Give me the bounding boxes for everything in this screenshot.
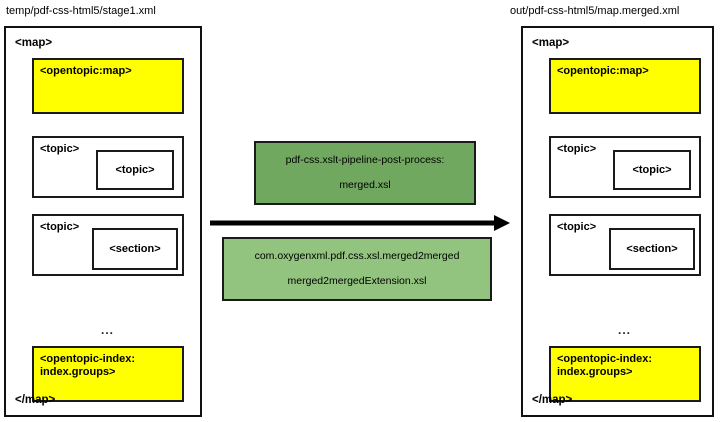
right-inner-topic-label: <topic> xyxy=(632,164,672,176)
left-block-topic-2: <topic> <section> xyxy=(32,214,184,276)
right-inner-section: <section> xyxy=(609,228,695,270)
transform-box-merged2merged: com.oxygenxml.pdf.css.xsl.merged2merged … xyxy=(222,237,492,301)
right-block-topic-1: <topic> <topic> xyxy=(549,136,701,198)
right-block-opentopic-index: <opentopic-index: index.groups> xyxy=(549,346,701,402)
left-block-topic-2-label: <topic> xyxy=(40,221,80,233)
right-ellipsis: ... xyxy=(618,323,632,337)
transform-merged2merged-line2: merged2mergedExtension.xsl xyxy=(287,275,427,287)
right-panel-caption: out/pdf-css-html5/map.merged.xml xyxy=(510,5,680,17)
transform-post-process-line2: merged.xsl xyxy=(339,179,391,191)
left-block-opentopic-map-label: <opentopic:map> xyxy=(40,65,132,77)
right-block-opentopic-map-label: <opentopic:map> xyxy=(557,65,649,77)
left-inner-topic: <topic> xyxy=(96,150,174,190)
left-block-opentopic-index: <opentopic-index: index.groups> xyxy=(32,346,184,402)
right-block-opentopic-map: <opentopic:map> xyxy=(549,58,701,114)
left-block-opentopic-index-label: <opentopic-index: index.groups> xyxy=(40,353,136,378)
left-map-close-tag: </map> xyxy=(15,394,56,406)
transform-arrow-icon xyxy=(210,215,510,231)
left-map-open-tag: <map> xyxy=(15,37,53,49)
left-panel-caption: temp/pdf-css-html5/stage1.xml xyxy=(6,5,156,17)
right-inner-section-label: <section> xyxy=(626,243,678,255)
transform-merged2merged-line1: com.oxygenxml.pdf.css.xsl.merged2merged xyxy=(254,250,460,262)
right-map-close-tag: </map> xyxy=(532,394,573,406)
transform-box-post-process: pdf-css.xslt-pipeline-post-process: merg… xyxy=(254,141,476,205)
left-map-panel: <map> <opentopic:map> <topic> <topic> <t… xyxy=(4,26,202,417)
left-inner-section: <section> xyxy=(92,228,178,270)
left-inner-section-label: <section> xyxy=(109,243,161,255)
right-block-topic-2: <topic> <section> xyxy=(549,214,701,276)
right-block-opentopic-index-label: <opentopic-index: index.groups> xyxy=(557,353,653,378)
right-map-open-tag: <map> xyxy=(532,37,570,49)
transform-post-process-line1: pdf-css.xslt-pipeline-post-process: xyxy=(285,154,445,166)
left-block-opentopic-map: <opentopic:map> xyxy=(32,58,184,114)
right-map-panel: <map> <opentopic:map> <topic> <topic> <t… xyxy=(521,26,714,417)
left-block-topic-1: <topic> <topic> xyxy=(32,136,184,198)
left-block-topic-1-label: <topic> xyxy=(40,143,80,155)
left-inner-topic-label: <topic> xyxy=(115,164,155,176)
right-block-topic-1-label: <topic> xyxy=(557,143,597,155)
right-inner-topic: <topic> xyxy=(613,150,691,190)
left-ellipsis: ... xyxy=(101,323,115,337)
right-block-topic-2-label: <topic> xyxy=(557,221,597,233)
